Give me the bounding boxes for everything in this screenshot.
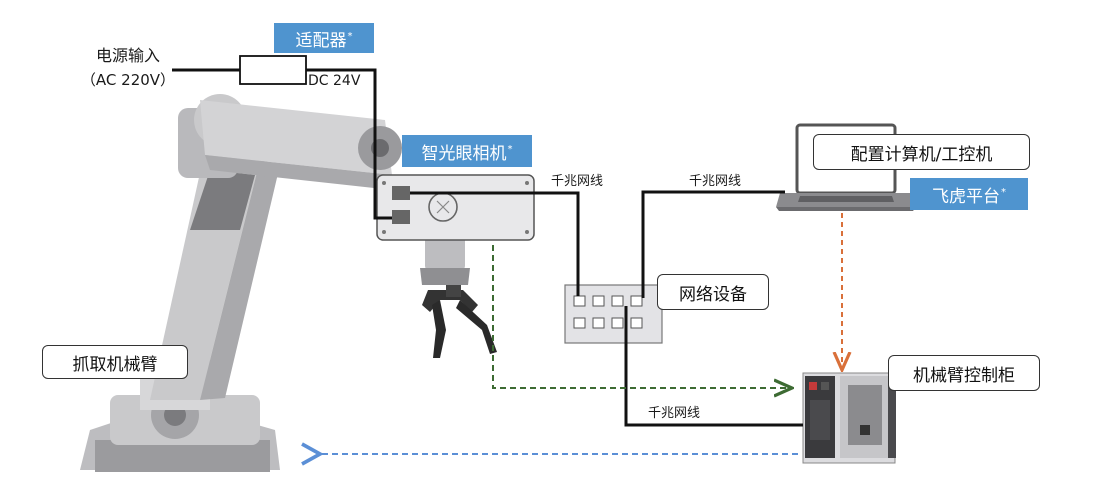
computer-box: 配置计算机/工控机 xyxy=(813,134,1030,170)
cabinet-label: 机械臂控制柜 xyxy=(913,365,1015,386)
power-input-label: 电源输入 （AC 220V） xyxy=(78,44,178,92)
network-device-box: 网络设备 xyxy=(657,274,769,310)
adapter-tag: 适配器* xyxy=(274,23,374,53)
robot-arm-illustration xyxy=(80,94,497,472)
camera-port-bottom xyxy=(392,210,410,224)
ethernet-label-camera: 千兆网线 xyxy=(551,174,604,189)
camera-device xyxy=(376,174,535,241)
adapter-tag-label: 适配器 xyxy=(295,30,347,51)
cabinet-box: 机械臂控制柜 xyxy=(888,355,1040,391)
dc-cable xyxy=(306,68,392,220)
ethernet-label-computer: 千兆网线 xyxy=(689,174,742,189)
network-switch xyxy=(564,284,663,344)
camera-to-cabinet-arrow xyxy=(492,245,790,388)
arm-lower-panel xyxy=(190,170,255,230)
arm-base xyxy=(95,440,270,472)
adapter-box xyxy=(239,55,307,85)
platform-tag-mark: * xyxy=(1001,186,1006,198)
network-device-label: 网络设备 xyxy=(679,284,747,305)
camera-tag: 智光眼相机* xyxy=(402,135,532,167)
dc-voltage-label: DC 24V xyxy=(308,73,361,89)
gripper-left-finger xyxy=(432,300,446,358)
camera-port-top xyxy=(392,186,410,200)
robot-arm-label: 抓取机械臂 xyxy=(72,354,158,375)
robot-arm-box: 抓取机械臂 xyxy=(42,345,188,379)
platform-tag-label: 飞虎平台 xyxy=(932,186,1000,207)
ethernet-label-cabinet: 千兆网线 xyxy=(648,406,701,421)
computer-ethernet-cable xyxy=(641,190,785,298)
camera-tag-label: 智光眼相机 xyxy=(421,143,507,164)
adapter-tag-mark: * xyxy=(347,30,353,42)
camera-ethernet-cable xyxy=(410,191,580,296)
gripper-right-finger xyxy=(456,300,497,354)
power-input-line2: （AC 220V） xyxy=(80,71,176,89)
black-cables xyxy=(172,68,803,427)
arm-upper-link xyxy=(200,100,392,175)
platform-tag: 飞虎平台* xyxy=(910,178,1028,210)
power-input-line1: 电源输入 xyxy=(95,46,160,65)
cabinet-ethernet-cable xyxy=(624,306,803,427)
camera-tag-mark: * xyxy=(507,143,513,155)
computer-label: 配置计算机/工控机 xyxy=(850,144,993,165)
controller-cabinet xyxy=(802,372,896,464)
